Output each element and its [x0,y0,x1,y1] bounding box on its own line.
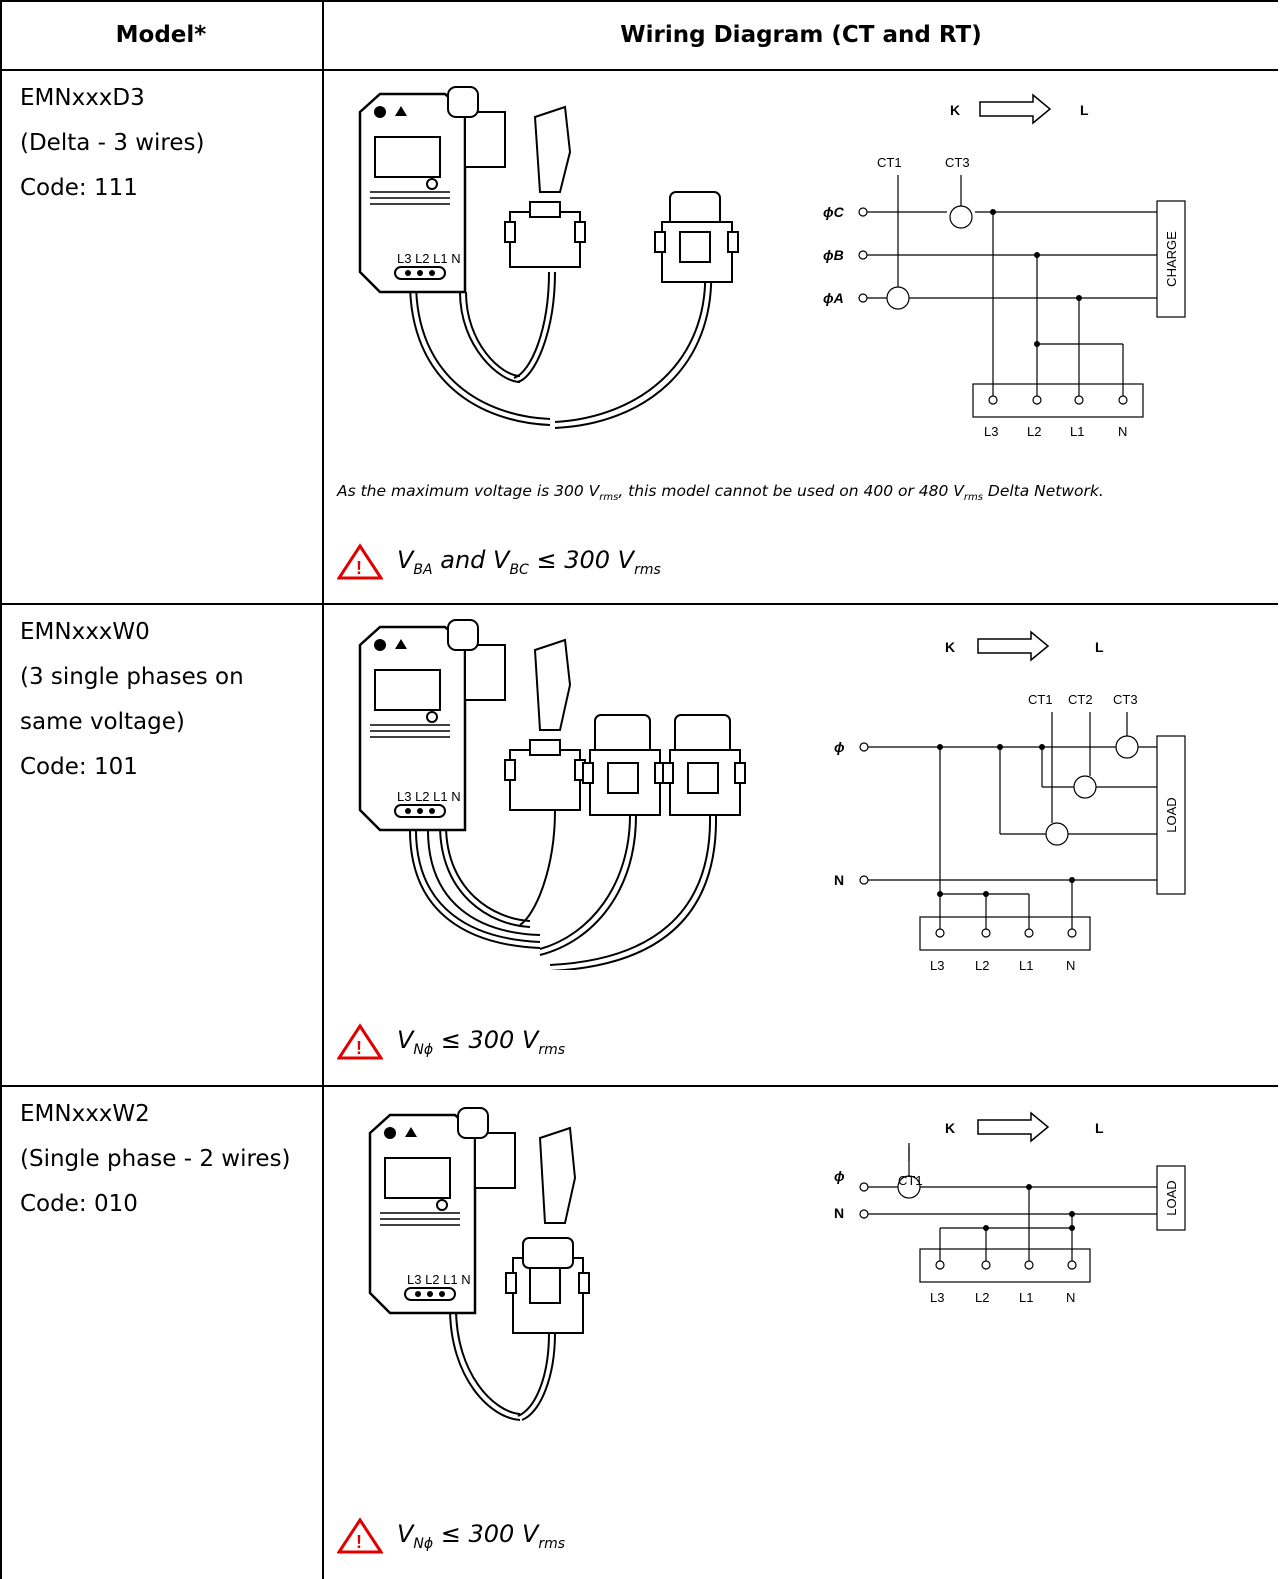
model-description: (3 single phases on [20,664,244,690]
model-name: EMNxxxW2 [20,1101,150,1127]
ct-label: CT1 [877,155,902,170]
current-direction-arrow: K L [950,93,1089,125]
warning-triangle-icon: ! [337,543,383,580]
load-label: CHARGE [1164,231,1179,287]
phase-label: ϕ [834,739,845,755]
voltage-warning: ! VNϕ ≤ 300 Vrms [337,1020,565,1064]
svg-text:L: L [1095,1120,1104,1136]
table-border-top [0,0,1278,2]
ct-label: CT1 [1028,692,1053,707]
terminal-label: L3 [930,1290,944,1305]
header-model: Model* [115,22,207,48]
table-row-divider [0,1085,1278,1087]
junction-dots [983,1184,1075,1231]
cable-lines [449,1307,556,1421]
table-row-divider [0,603,1278,605]
svg-text:K: K [945,1120,955,1136]
wiring-schematic-delta: K L CT1 CT3 ϕC ϕB ϕA CHARG [823,93,1186,439]
phase-label: ϕ [834,1168,845,1184]
ct-clamp-open [504,638,586,811]
warning-text: VNϕ ≤ 300 Vrms [397,1026,566,1058]
table-row-divider [0,69,1278,71]
voltage-warning: ! VNϕ ≤ 300 Vrms [337,1514,565,1558]
meter-body: L3 L2 L1 N [358,86,506,294]
device-illustration: L3 L2 L1 N [358,619,746,970]
svg-text:!: ! [356,1038,362,1058]
model-description: (Single phase - 2 wires) [20,1146,291,1172]
terminal-label: L1 [1019,958,1033,973]
phase-label: N [834,872,844,888]
model-name: EMNxxxD3 [20,85,145,111]
terminal-label: L3 [930,958,944,973]
current-direction-arrow: K L [945,630,1104,662]
model-code: Code: 010 [20,1191,138,1217]
phase-label: ϕA [823,290,844,306]
cable-lines [409,266,713,429]
voltage-note: As the maximum voltage is 300 Vrms, this… [337,482,1104,504]
ct-label: CT2 [1068,692,1093,707]
schematic-wires [859,712,1186,951]
table-column-divider [322,0,324,1579]
junction-dots [990,209,1082,347]
wiring-schematic-three-single-phase: K L CT1 CT2 CT3 ϕ N [834,630,1186,973]
terminal-label: N [1066,1290,1075,1305]
phase-label: N [834,1205,844,1221]
ct-clamp-closed [654,191,739,283]
device-illustration: L3 L2 L1 N [358,86,739,429]
ct-label: CT1 [898,1173,923,1188]
model-cell: EMNxxxW0 (3 single phases on same voltag… [20,610,244,790]
warning-triangle-icon: ! [337,1517,383,1554]
model-cell: EMNxxxW2 (Single phase - 2 wires) Code: … [20,1092,291,1227]
terminal-label: L2 [975,1290,989,1305]
cable-lines [408,809,718,970]
model-description: same voltage) [20,709,185,735]
table-border-left [0,0,2,1579]
terminal-label: N [1066,958,1075,973]
warning-text: VBA and VBC ≤ 300 Vrms [397,546,661,578]
svg-text:L: L [1095,639,1104,655]
svg-text:L: L [1080,102,1089,118]
schematic-wires [859,1143,1186,1283]
warning-text: VNϕ ≤ 300 Vrms [397,1520,566,1552]
warning-triangle-icon: ! [337,1023,383,1060]
terminal-label: L3 [984,424,998,439]
terminal-label: L2 [975,958,989,973]
current-direction-arrow: K L [945,1111,1104,1143]
model-cell: EMNxxxD3 (Delta - 3 wires) Code: 111 [20,76,204,211]
model-description: (Delta - 3 wires) [20,130,205,156]
device-terminal-labels: L3 L2 L1 N [397,251,461,266]
voltage-warning: ! VBA and VBC ≤ 300 Vrms [337,540,661,584]
model-code: Code: 111 [20,175,138,201]
meter-body: L3 L2 L1 N [358,619,506,832]
svg-text:!: ! [356,1532,362,1552]
terminal-label: L2 [1027,424,1041,439]
svg-text:K: K [950,102,960,118]
wiring-schematic-single-phase: K L CT1 ϕ N LOAD L3 [834,1111,1186,1305]
header-wiring-diagram: Wiring Diagram (CT and RT) [620,22,982,48]
model-name: EMNxxxW0 [20,619,150,645]
schematic-wires [858,175,1186,418]
device-illustration: L3 L2 L1 N [368,1107,590,1421]
phase-label: ϕB [823,247,844,263]
svg-text:K: K [945,639,955,655]
load-label: LOAD [1164,797,1179,832]
ct-label: CT3 [1113,692,1138,707]
model-code: Code: 101 [20,754,138,780]
ct-clamp-closed [662,714,746,816]
svg-text:!: ! [356,558,362,578]
junction-dots [937,744,1075,897]
ct-clamp [505,1126,590,1334]
terminal-label: L1 [1019,1290,1033,1305]
ct-clamp-closed [582,714,666,816]
terminal-label: L1 [1070,424,1084,439]
load-label: LOAD [1164,1180,1179,1215]
device-terminal-labels: L3 L2 L1 N [397,789,461,804]
terminal-label: N [1118,424,1127,439]
device-terminal-labels: L3 L2 L1 N [407,1272,471,1287]
phase-label: ϕC [823,204,845,220]
meter-body: L3 L2 L1 N [368,1107,516,1315]
ct-label: CT3 [945,155,970,170]
ct-clamp-open [504,105,586,268]
